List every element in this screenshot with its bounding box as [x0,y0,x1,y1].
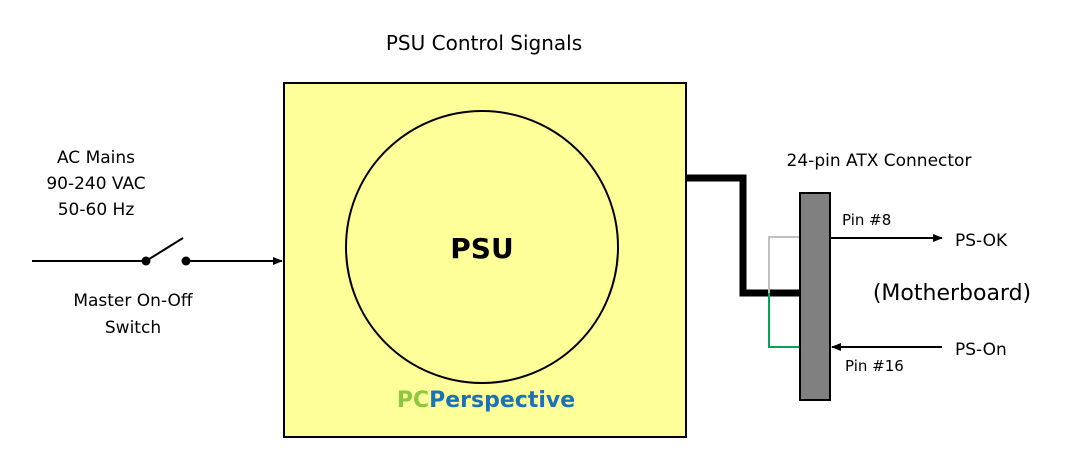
psu-label: PSU [450,232,513,265]
switch-label: Master On-Off [73,291,194,311]
logo-perspective: Perspective [429,388,575,413]
ps-on-wire [768,293,800,348]
ps-ok-wire [768,236,800,293]
ac-voltage-label: 90-240 VAC [46,174,145,194]
motherboard-label: (Motherboard) [873,281,1031,306]
ps-ok-label: PS-OK [955,231,1008,251]
logo-pc: PC [397,388,429,413]
diagram-title: PSU Control Signals [386,31,582,55]
switch-label-line2: Switch [105,318,161,338]
ac-mains-label: AC Mains [57,148,135,168]
ac-frequency-label: 50-60 Hz [58,200,135,220]
ps-on-label: PS-On [955,340,1007,360]
psu-output-cable [686,174,800,297]
pin-16-label: Pin #16 [845,357,904,375]
switch-lever [145,237,184,262]
atx-connector [799,192,831,401]
pcperspective-logo: PCPerspective [397,388,575,413]
psu-circle [345,110,619,384]
pin-8-label: Pin #8 [842,211,891,229]
connector-label: 24-pin ATX Connector [787,151,972,171]
